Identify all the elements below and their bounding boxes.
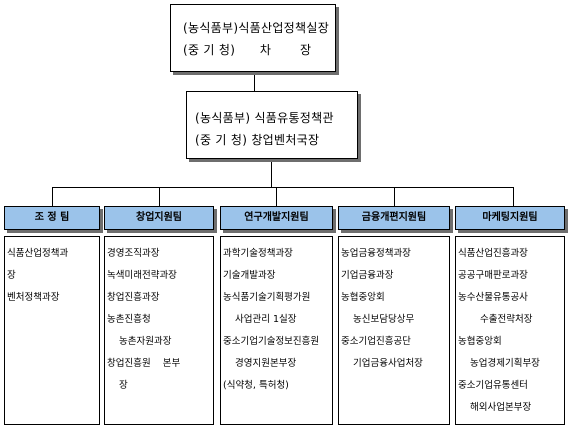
member-item: 공공구매판로과장 — [458, 270, 528, 281]
member-item: 장 — [7, 270, 16, 281]
member-item: 사업관리 1실장 — [235, 314, 297, 325]
team-header-coordination: 조 정 팀 — [4, 206, 100, 230]
connector-drop-3 — [276, 187, 277, 206]
member-item: 경영지원본부장 — [235, 358, 297, 369]
member-item: 농식품기술기획평가원 — [223, 292, 311, 303]
member-item: 녹색미래전략과장 — [107, 270, 177, 281]
member-item: 중소기업유통센터 — [458, 380, 528, 391]
member-item: 벤처정책과장 — [7, 292, 60, 303]
connector-drop-1 — [52, 187, 53, 206]
member-item: 기술개발과장 — [223, 270, 276, 281]
member-item: 농업금융정책과장 — [341, 248, 411, 259]
member-item: 중소기업진흥공단 — [341, 336, 411, 347]
connector-mid-bus — [271, 159, 272, 187]
connector-drop-5 — [513, 187, 514, 206]
mid-director-line-1: (농식품부) 식품유통정책관 — [195, 111, 334, 125]
connector-top-mid — [254, 72, 255, 91]
member-item: 중소기업기술정보진흥원 — [223, 336, 320, 347]
member-item: 식품산업정책과 — [7, 248, 69, 259]
member-item: 해외사업본부장 — [470, 402, 532, 413]
top-director-box: (농식품부)식품산업정책실장 (중 기 청) 차 장 — [170, 4, 336, 72]
connector-bus — [52, 187, 513, 188]
member-item: 농협중앙회 — [458, 336, 502, 347]
member-item: 농촌자원과장 — [119, 336, 172, 347]
mid-director-box: (농식품부) 식품유통정책관 (중 기 청) 창업벤처국장 — [186, 91, 358, 159]
team-header-marketing: 마케팅지원팀 — [455, 206, 565, 230]
member-item: 장 — [119, 380, 128, 391]
member-item: 농업경제기획부장 — [470, 358, 540, 369]
member-item: 농협중앙회 — [341, 292, 385, 303]
team-header-rnd: 연구개발지원팀 — [220, 206, 333, 230]
member-item: 수출전략처장 — [480, 314, 533, 325]
member-item: 창업진흥원 본부 — [107, 358, 181, 369]
connector-drop-4 — [394, 187, 395, 206]
member-item: 농수산물유통공사 — [458, 292, 528, 303]
team-header-finance: 금융개편지원팀 — [338, 206, 450, 230]
member-item: 창업진흥과장 — [107, 292, 160, 303]
member-item: 과학기술정책과장 — [223, 248, 293, 259]
member-item: 기업금융사업처장 — [353, 358, 423, 369]
member-item: 농신보담당상무 — [353, 314, 415, 325]
member-item: (식약청, 특허청) — [223, 380, 289, 391]
member-item: 식품산업진흥과장 — [458, 248, 528, 259]
mid-director-line-2: (중 기 청) 창업벤처국장 — [195, 133, 320, 147]
member-item: 농촌진흥청 — [107, 314, 151, 325]
top-director-line-1: (농식품부)식품산업정책실장 — [183, 21, 330, 35]
connector-drop-2 — [159, 187, 160, 206]
top-director-line-2: (중 기 청) 차 장 — [183, 43, 312, 57]
member-item: 경영조직과장 — [107, 248, 160, 259]
team-header-startup: 창업지원팀 — [104, 206, 214, 230]
member-item: 기업금융과장 — [341, 270, 394, 281]
